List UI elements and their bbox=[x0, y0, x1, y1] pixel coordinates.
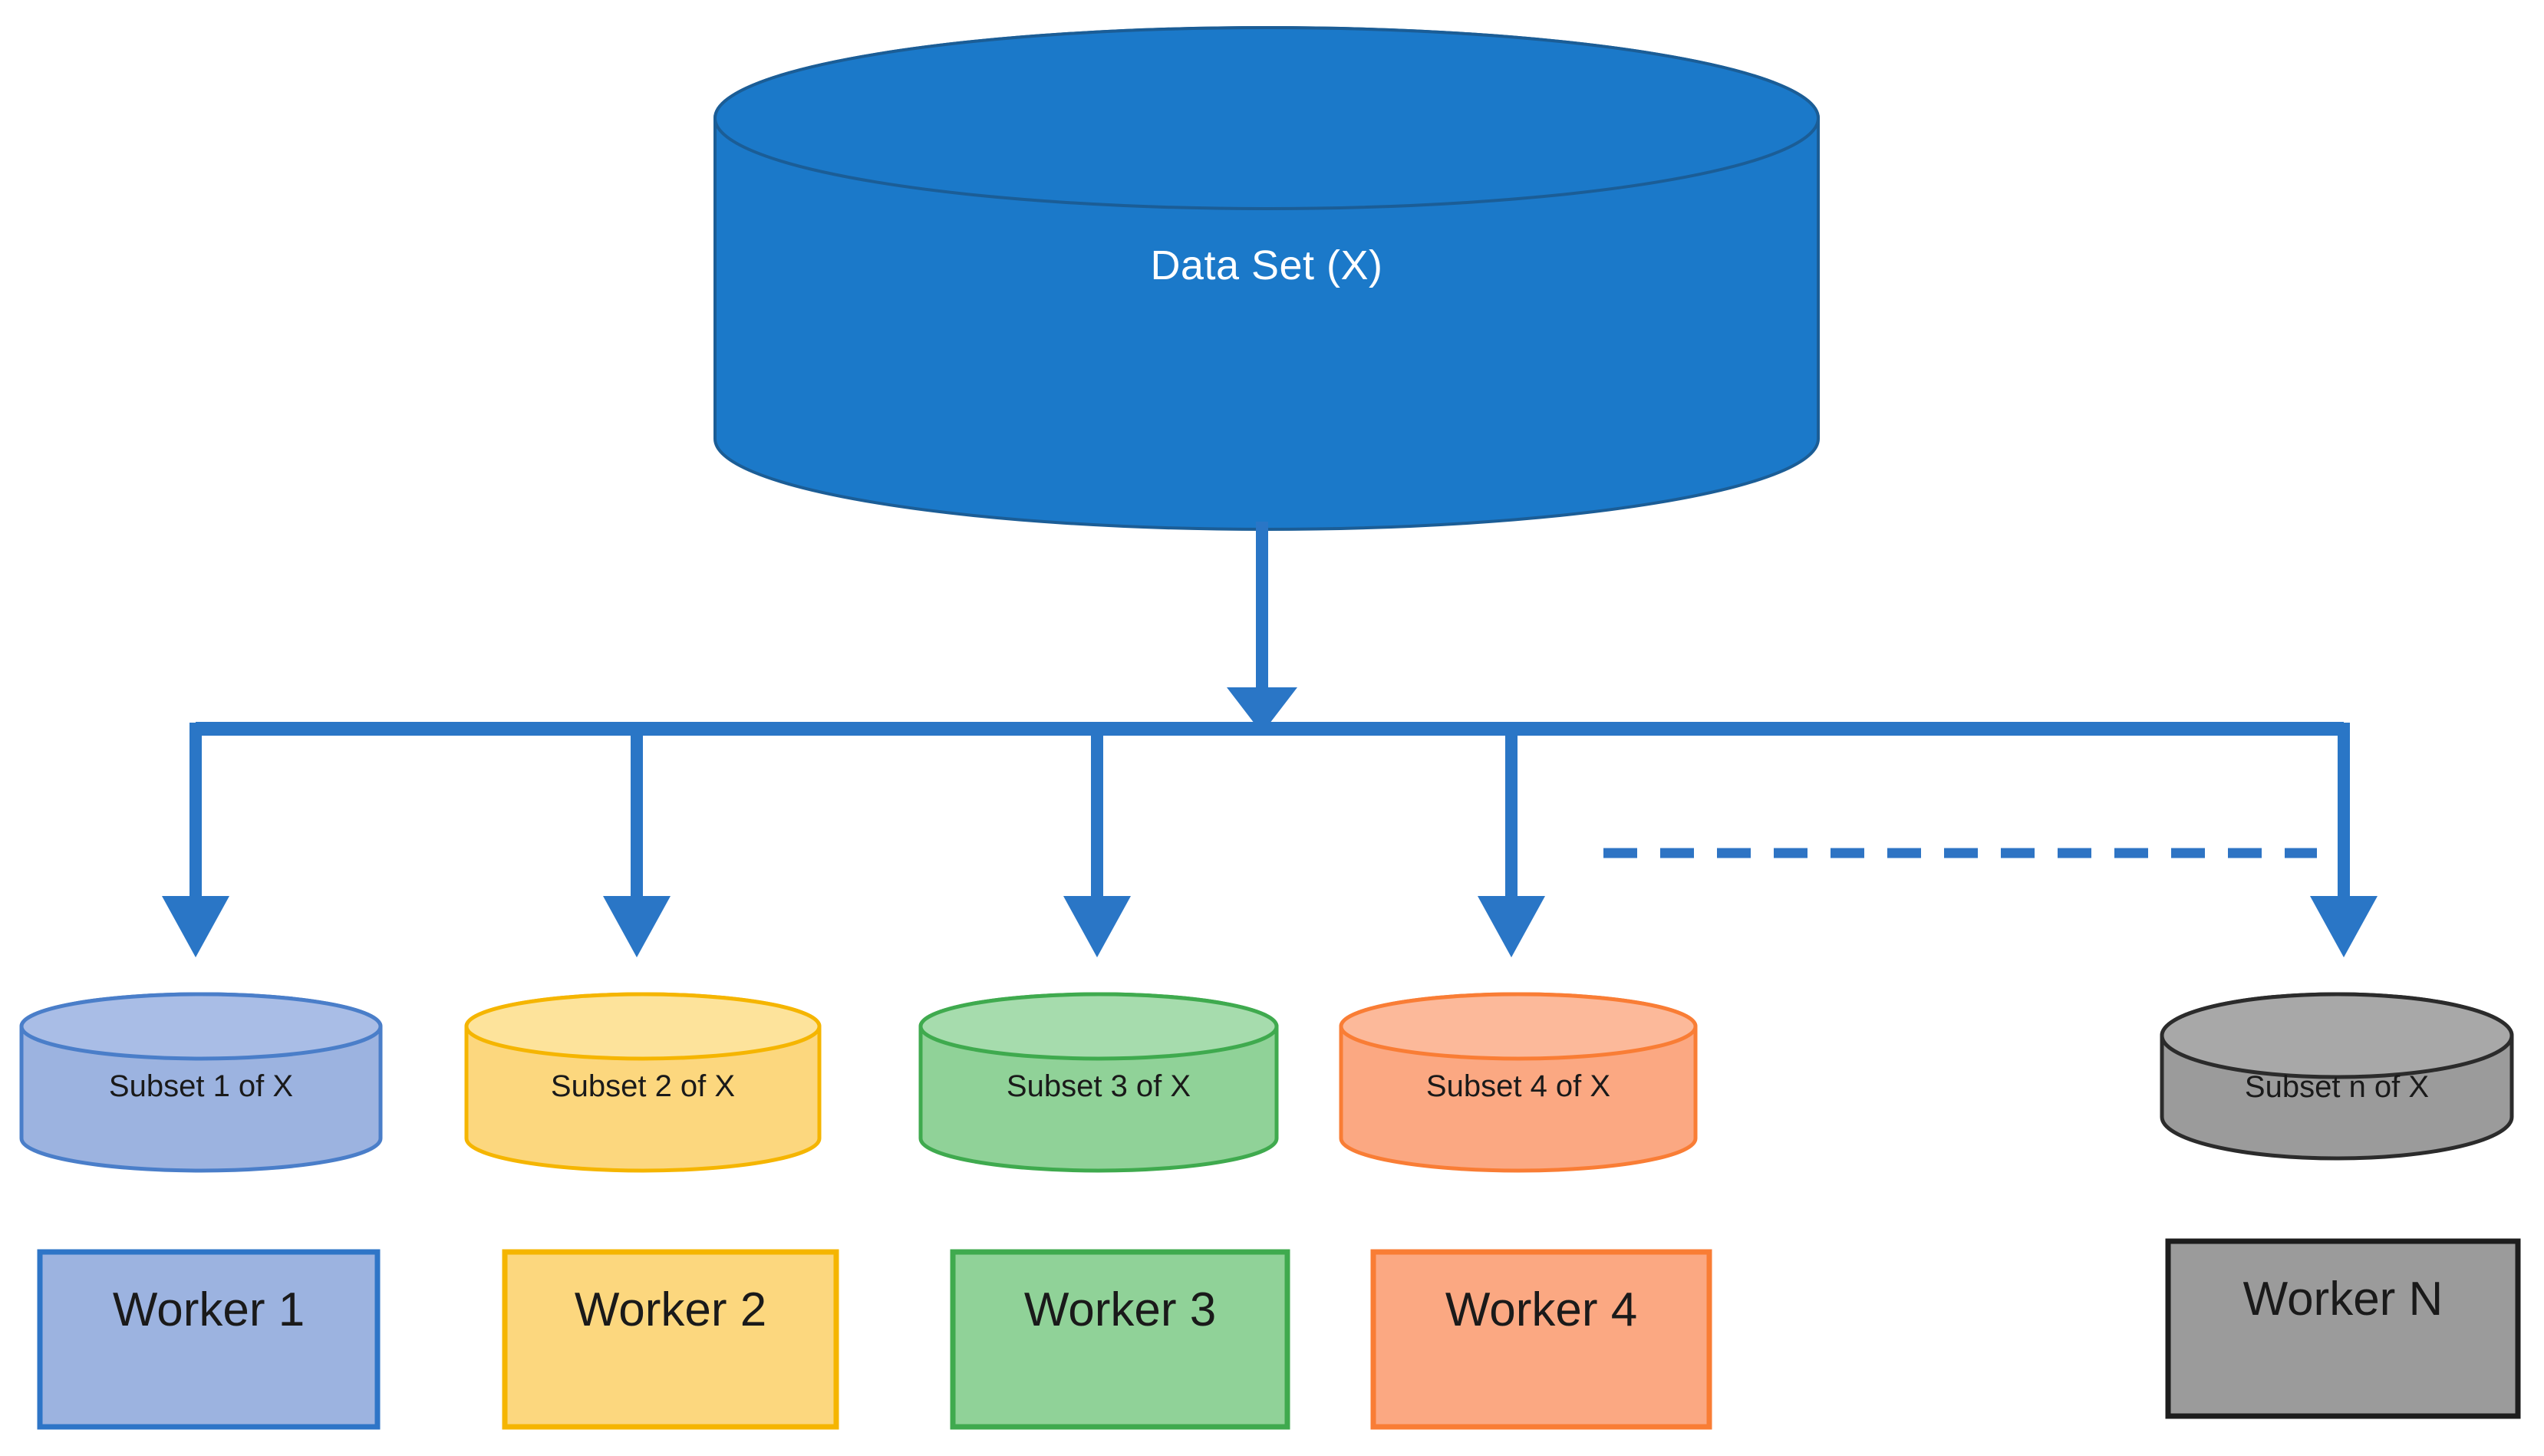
branch-arrowhead-2 bbox=[603, 896, 671, 957]
subset-cylinder-top-5 bbox=[2160, 992, 2514, 1079]
main-to-bus-arrowhead bbox=[1227, 687, 1297, 733]
subset-cylinder-5[interactable] bbox=[2160, 992, 2514, 1161]
worker-box-2[interactable] bbox=[502, 1249, 839, 1430]
worker-box-4[interactable] bbox=[1370, 1249, 1712, 1430]
connector-group bbox=[162, 522, 2378, 957]
branch-arrowhead-3 bbox=[1063, 896, 1131, 957]
branch-arrows bbox=[162, 723, 2378, 957]
subset-cylinder-3[interactable] bbox=[918, 992, 1279, 1173]
worker-box-1[interactable] bbox=[37, 1249, 381, 1430]
worker-boxes bbox=[37, 1238, 2521, 1430]
subset-cylinder-4[interactable] bbox=[1339, 992, 1698, 1173]
branch-arrowhead-5 bbox=[2310, 896, 2378, 957]
worker-box-3[interactable] bbox=[950, 1249, 1290, 1430]
branch-arrowhead-4 bbox=[1478, 896, 1545, 957]
subset-cylinder-top-3 bbox=[918, 992, 1279, 1061]
subset-cylinder-2[interactable] bbox=[464, 992, 822, 1173]
worker-box-5[interactable] bbox=[2165, 1238, 2521, 1419]
subset-cylinder-top-2 bbox=[464, 992, 822, 1061]
branch-arrowhead-1 bbox=[162, 896, 229, 957]
subset-cylinders bbox=[19, 992, 2514, 1173]
main-cylinder-top-ellipse bbox=[713, 26, 1820, 210]
subset-cylinder-top-4 bbox=[1339, 992, 1698, 1061]
subset-cylinder-1[interactable] bbox=[19, 992, 383, 1173]
main-datastore-cylinder[interactable] bbox=[713, 26, 1820, 531]
subset-cylinder-top-1 bbox=[19, 992, 383, 1061]
